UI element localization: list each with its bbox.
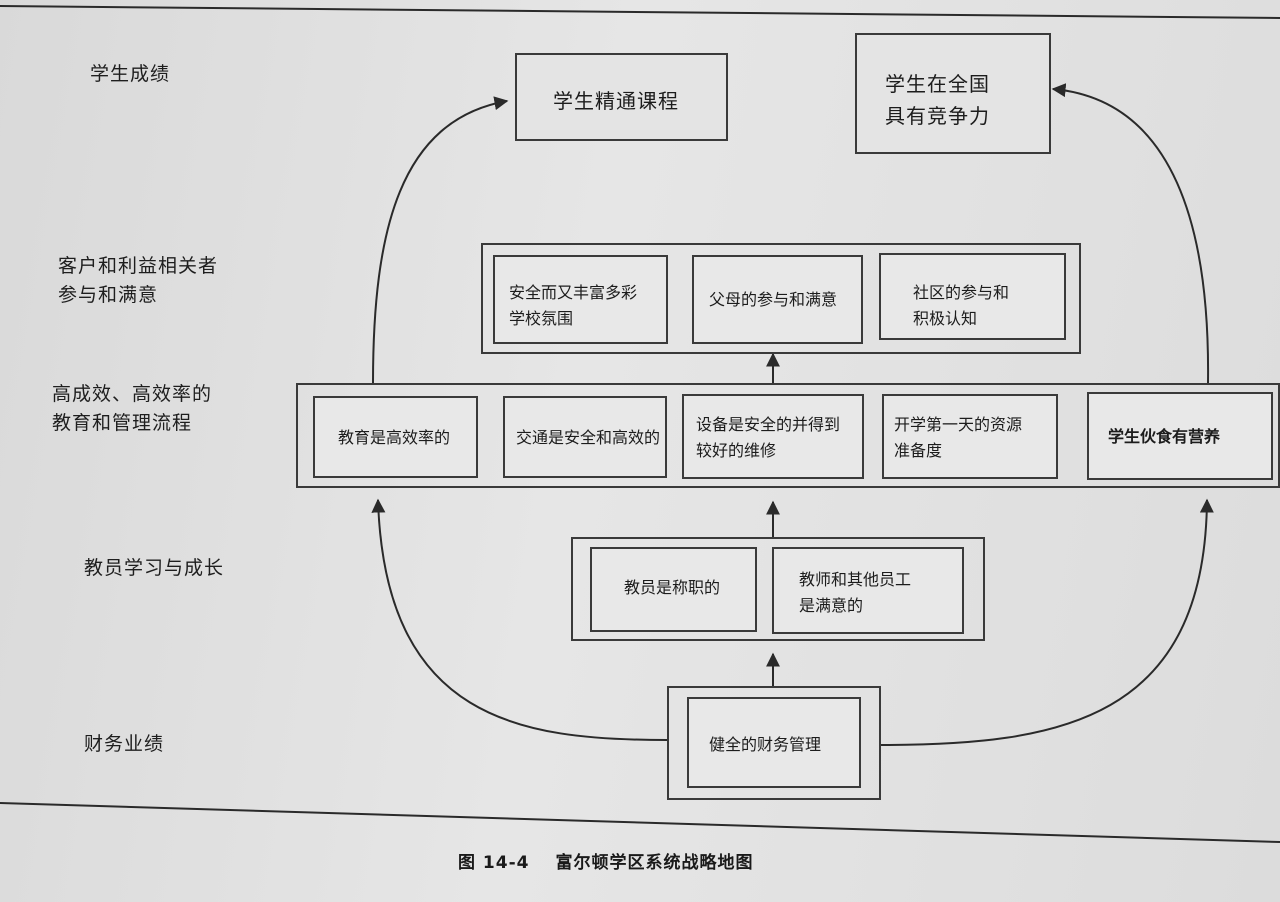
label-financial: 财务业绩 xyxy=(84,733,165,755)
group-process xyxy=(296,383,1280,488)
box-staff-competent xyxy=(590,547,757,632)
box-student-nutrition xyxy=(1087,392,1273,480)
text-resource-readiness: 开学第一天的资源 准备度 xyxy=(894,415,1023,460)
box-efficient-education xyxy=(313,396,478,478)
figure-number: 图 14-4 xyxy=(458,853,530,873)
box-staff-satisfied xyxy=(772,547,964,634)
text-efficient-education: 教育是高效率的 xyxy=(338,428,451,447)
text-staff-satisfied: 教师和其他员工 是满意的 xyxy=(799,570,912,615)
text-student-nutrition: 学生伙食有营养 xyxy=(1108,427,1221,446)
text-staff-competent: 教员是称职的 xyxy=(624,578,721,597)
box-financial-management xyxy=(687,697,861,788)
label-learning-growth: 教员学习与成长 xyxy=(84,557,225,579)
group-financial xyxy=(667,686,881,800)
text-facilities: 设备是安全的并得到 较好的维修 xyxy=(696,415,841,460)
text-student-mastery: 学生精通课程 xyxy=(553,89,679,113)
text-school-climate: 安全而又丰富多彩 学校氛围 xyxy=(509,283,638,328)
label-student-results: 学生成绩 xyxy=(90,63,171,85)
label-process: 高成效、高效率的 教育和管理流程 xyxy=(52,383,213,434)
text-student-competitive: 学生在全国 具有竞争力 xyxy=(885,72,990,128)
box-student-mastery xyxy=(515,53,728,141)
curve-process-to-mastery xyxy=(372,96,509,384)
text-parent-engagement: 父母的参与和满意 xyxy=(709,290,838,309)
box-parent-engagement xyxy=(692,255,863,344)
box-facilities xyxy=(682,394,864,479)
curve-process-to-competitive xyxy=(1051,83,1210,384)
curve-financial-right xyxy=(880,498,1214,746)
text-community: 社区的参与和 积极认知 xyxy=(913,283,1010,328)
box-resource-readiness xyxy=(882,394,1058,479)
box-community xyxy=(879,253,1066,340)
top-rule xyxy=(0,5,1280,19)
box-school-climate xyxy=(493,255,668,344)
label-customer-stakeholder: 客户和利益相关者 参与和满意 xyxy=(58,255,219,306)
bottom-rule xyxy=(0,802,1280,843)
text-financial-management: 健全的财务管理 xyxy=(709,735,822,754)
box-student-competitive xyxy=(855,33,1051,154)
figure-title: 富尔顿学区系统战略地图 xyxy=(555,853,754,873)
figure-caption: 图 14-4 富尔顿学区系统战略地图 xyxy=(458,848,779,873)
text-transportation: 交通是安全和高效的 xyxy=(516,428,661,447)
box-transportation xyxy=(503,396,667,478)
group-learning xyxy=(571,537,985,641)
group-customer xyxy=(481,243,1081,354)
curve-financial-left xyxy=(371,498,668,741)
